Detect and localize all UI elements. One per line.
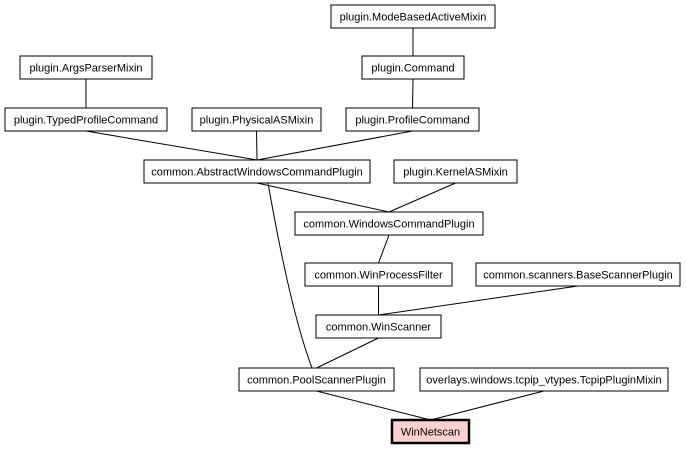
node-profile-command[interactable]: plugin.ProfileCommand — [345, 107, 480, 132]
node-box — [345, 107, 480, 132]
edge-kernel-as-mixin-to-windows-command-plugin — [388, 182, 456, 213]
node-box — [361, 55, 465, 80]
node-box — [390, 418, 471, 445]
node-typed-profile-command[interactable]: plugin.TypedProfileCommand — [4, 107, 168, 132]
node-label: plugin.TypedProfileCommand — [14, 115, 158, 127]
node-label: common.WindowsCommandPlugin — [303, 219, 474, 231]
node-pool-scanner-plugin[interactable]: common.PoolScannerPlugin — [238, 367, 395, 392]
node-mode-based-active-mixin[interactable]: plugin.ModeBasedActiveMixin — [330, 4, 496, 29]
edge-command-to-profile-command — [412, 78, 414, 109]
node-win-scanner[interactable]: common.WinScanner — [315, 314, 442, 339]
node-label: common.WinProcessFilter — [314, 270, 443, 282]
node-label: plugin.PhysicalASMixin — [200, 115, 314, 127]
node-box — [393, 159, 518, 184]
node-label: common.WinScanner — [326, 322, 431, 334]
node-win-netscan: WinNetscan — [390, 418, 471, 445]
node-box — [19, 55, 153, 80]
node-label: common.AbstractWindowsCommandPlugin — [151, 167, 363, 179]
edge-pool-scanner-plugin-to-win-netscan — [316, 390, 431, 421]
node-box — [191, 107, 322, 132]
edge-physical-as-mixin-to-abstract-windows-command-plugin — [256, 130, 258, 161]
edge-windows-command-plugin-to-win-process-filter — [378, 234, 390, 264]
node-label: plugin.ModeBasedActiveMixin — [340, 12, 487, 24]
edge-typed-profile-command-to-abstract-windows-command-plugin — [85, 130, 258, 161]
edge-tcpip-plugin-mixin-to-win-netscan — [430, 390, 545, 421]
node-box — [419, 367, 669, 392]
node-label: overlays.windows.tcpip_vtypes.TcpipPlugi… — [426, 375, 661, 387]
edge-win-scanner-to-pool-scanner-plugin — [316, 337, 379, 369]
node-physical-as-mixin[interactable]: plugin.PhysicalASMixin — [191, 107, 322, 132]
node-label: plugin.ProfileCommand — [355, 115, 469, 127]
node-box — [304, 262, 453, 287]
node-base-scanner-plugin[interactable]: common.scanners.BaseScannerPlugin — [475, 262, 681, 287]
edge-abstract-windows-command-plugin-to-pool-scanner-plugin — [267, 182, 313, 369]
edge-abstract-windows-command-plugin-to-windows-command-plugin — [256, 182, 390, 213]
node-tcpip-plugin-mixin[interactable]: overlays.windows.tcpip_vtypes.TcpipPlugi… — [419, 367, 669, 392]
class-nodes: plugin.ModeBasedActiveMixin plugin.ArgsPa… — [4, 4, 681, 445]
node-command[interactable]: plugin.Command — [361, 55, 465, 80]
node-label: common.scanners.BaseScannerPlugin — [483, 270, 673, 282]
node-box — [330, 4, 496, 29]
node-label: WinNetscan — [401, 427, 460, 439]
node-win-process-filter[interactable]: common.WinProcessFilter — [304, 262, 453, 287]
node-abstract-windows-command-plugin[interactable]: common.AbstractWindowsCommandPlugin — [143, 159, 371, 184]
node-box — [475, 262, 681, 287]
node-label: common.PoolScannerPlugin — [247, 375, 386, 387]
node-box — [4, 107, 168, 132]
inheritance-edges — [85, 28, 579, 421]
node-windows-command-plugin[interactable]: common.WindowsCommandPlugin — [294, 211, 484, 236]
edge-base-scanner-plugin-to-win-scanner — [378, 285, 579, 316]
node-box — [294, 211, 484, 236]
node-kernel-as-mixin[interactable]: plugin.KernelASMixin — [393, 159, 518, 184]
node-box — [315, 314, 442, 339]
node-box — [238, 367, 395, 392]
node-args-parser-mixin[interactable]: plugin.ArgsParserMixin — [19, 55, 153, 80]
node-box — [143, 159, 371, 184]
node-label: plugin.Command — [371, 63, 454, 75]
node-label: plugin.ArgsParserMixin — [29, 63, 142, 75]
edge-profile-command-to-abstract-windows-command-plugin — [256, 130, 413, 161]
node-label: plugin.KernelASMixin — [403, 167, 508, 179]
